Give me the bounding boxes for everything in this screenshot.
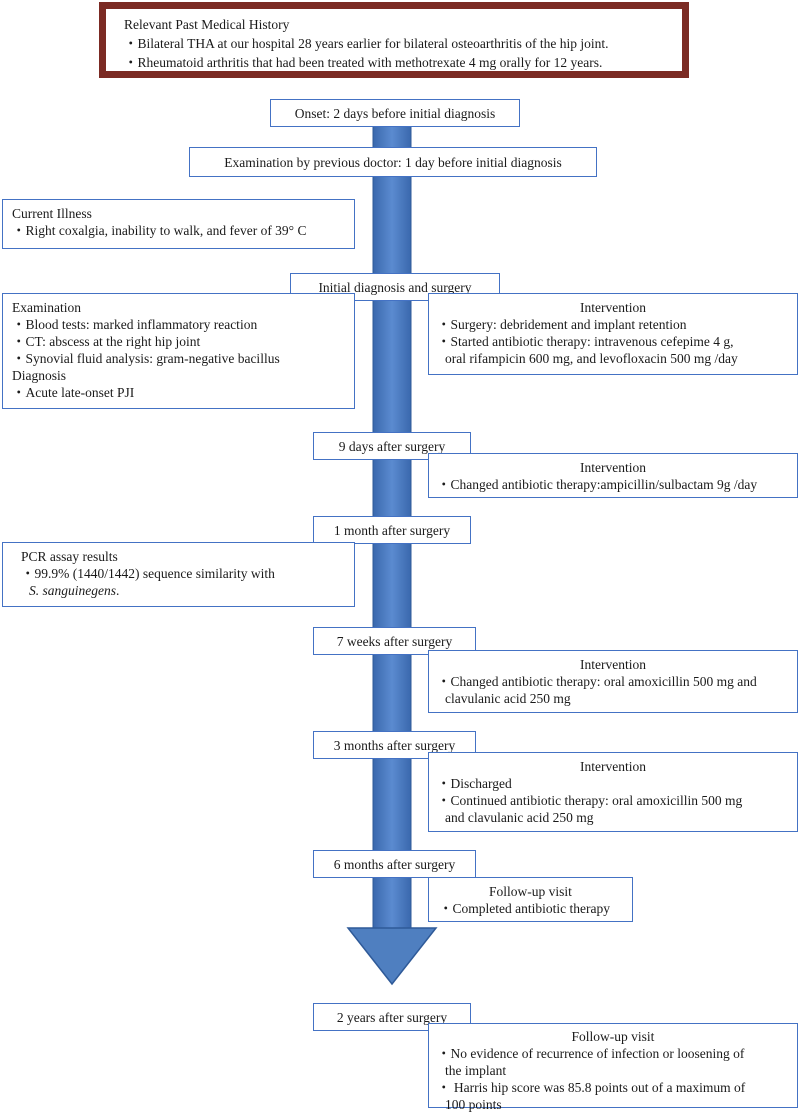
intervention-title: Intervention [580,300,646,315]
day9-label: 9 days after surgery [338,438,446,454]
initial-diagnosis-label: Initial diagnosis and surgery [318,279,472,295]
diagnosis-item: ・Acute late-onset PJI [12,385,135,400]
intervention-day9-box: Intervention ・Changed antibiotic therapy… [428,453,798,498]
current-illness-title: Current Illness [12,206,92,221]
current-illness-box: Current Illness ・Right coxalgia, inabili… [2,199,355,249]
intervention-title: Intervention [580,657,646,672]
pcr-line: ・99.9% (1440/1442) sequence similarity w… [21,566,275,581]
followup-line: the implant [445,1063,507,1078]
month6-label: 6 months after surgery [333,856,456,872]
intervention-line: clavulanic acid 250 mg [445,691,571,706]
intervention-line: and clavulanic acid 250 mg [445,810,594,825]
intervention-line: ・Discharged [437,776,512,791]
followup-year2-box: Follow-up visit ・No evidence of recurren… [428,1023,798,1112]
followup-line: ・ Harris hip score was 85.8 points out o… [437,1080,746,1095]
pcr-organism: S. sanguinegens [29,583,116,598]
intervention-line: ・Started antibiotic therapy: intravenous… [437,334,734,349]
diagnosis-title: Diagnosis [12,368,66,383]
followup-line: 100 points [445,1097,502,1112]
intervention-line: ・Continued antibiotic therapy: oral amox… [437,793,743,808]
intervention-line: ・Changed antibiotic therapy:ampicillin/s… [437,477,758,492]
examination-box: Examination ・Blood tests: marked inflamm… [2,293,355,409]
followup-title: Follow-up visit [489,884,572,899]
current-illness-item: ・Right coxalgia, inability to walk, and … [12,223,307,238]
previous-exam-label: Examination by previous doctor: 1 day be… [224,154,562,170]
month1-box: 1 month after surgery [313,516,471,544]
intervention-line: ・Surgery: debridement and implant retent… [437,317,687,332]
followup-title: Follow-up visit [571,1029,655,1044]
examination-item: ・Synovial fluid analysis: gram-negative … [12,351,280,366]
month6-box: 6 months after surgery [313,850,476,878]
year2-label: 2 years after surgery [336,1009,448,1025]
previous-exam-box: Examination by previous doctor: 1 day be… [189,147,597,177]
onset-label: Onset: 2 days before initial diagnosis [294,105,496,121]
followup-line: ・No evidence of recurrence of infection … [437,1046,745,1061]
intervention-line: ・Changed antibiotic therapy: oral amoxic… [437,674,757,689]
intervention-line: oral rifampicin 600 mg, and levofloxacin… [445,351,738,366]
pcr-title: PCR assay results [21,549,118,564]
pcr-period: . [116,583,120,598]
arrow-head [346,927,438,986]
followup-line: ・Completed antibiotic therapy [439,901,610,916]
pcr-organism-line: S. sanguinegens. [21,582,354,599]
past-medical-history-box: Relevant Past Medical History ・Bilateral… [99,2,689,78]
week7-label: 7 weeks after surgery [336,633,453,649]
history-item: ・Bilateral THA at our hospital 28 years … [124,36,609,51]
history-item: ・Rheumatoid arthritis that had been trea… [124,55,603,70]
examination-item: ・Blood tests: marked inflammatory reacti… [12,317,258,332]
pcr-results-box: PCR assay results ・99.9% (1440/1442) seq… [2,542,355,607]
intervention-month3-box: Intervention ・Discharged ・Continued anti… [428,752,798,832]
examination-title: Examination [12,300,81,315]
month1-label: 1 month after surgery [333,522,451,538]
month3-label: 3 months after surgery [333,737,456,753]
intervention-title: Intervention [580,460,646,475]
intervention-week7-box: Intervention ・Changed antibiotic therapy… [428,650,798,713]
history-title: Relevant Past Medical History [124,17,290,32]
onset-box: Onset: 2 days before initial diagnosis [270,99,520,127]
intervention-title: Intervention [580,759,646,774]
examination-item: ・CT: abscess at the right hip joint [12,334,201,349]
followup-month6-box: Follow-up visit ・Completed antibiotic th… [428,877,633,922]
intervention-initial-box: Intervention ・Surgery: debridement and i… [428,293,798,375]
day9-box: 9 days after surgery [313,432,471,460]
